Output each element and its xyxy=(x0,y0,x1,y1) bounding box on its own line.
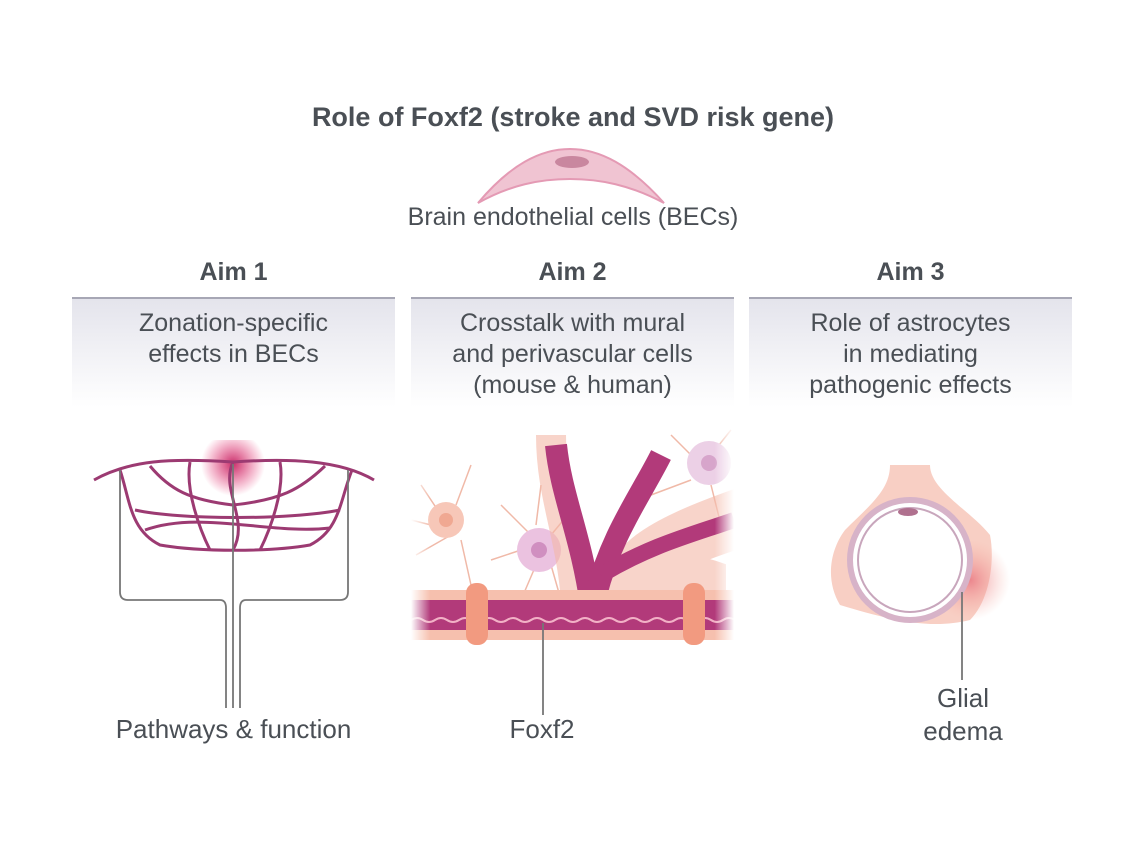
vascular-network-illustration xyxy=(93,440,375,708)
aim-3-line: pathogenic effects xyxy=(809,371,1012,399)
aim-3-description: Role of astrocytes in mediating pathogen… xyxy=(749,297,1072,407)
aim-1-heading: Aim 1 xyxy=(199,258,268,286)
aim-3-heading: Aim 3 xyxy=(876,258,945,286)
label-edema: edema xyxy=(923,716,1003,746)
subtitle-becs: Brain endothelial cells (BECs) xyxy=(407,203,739,231)
vessel-cross-section-illustration xyxy=(830,465,1010,680)
label-glial: Glial xyxy=(936,683,989,713)
aim-2-line: (mouse & human) xyxy=(473,371,672,399)
endothelial-cell-illustration xyxy=(477,147,665,204)
aim-2-heading: Aim 2 xyxy=(538,258,607,286)
aim-2-description: Crosstalk with mural and perivascular ce… xyxy=(411,297,734,407)
aim-2-line: and perivascular cells xyxy=(452,340,693,368)
label-foxf2: Foxf2 xyxy=(509,714,575,744)
diagram-title: Role of Foxf2 (stroke and SVD risk gene) xyxy=(311,102,835,132)
aim-1-description: Zonation-specific effects in BECs xyxy=(72,297,395,407)
label-pathways-function: Pathways & function xyxy=(115,714,352,744)
aim-3-line: in mediating xyxy=(843,340,978,368)
aim-2-line: Crosstalk with mural xyxy=(459,309,686,337)
aim-1-line: effects in BECs xyxy=(148,340,319,368)
aim-1-line: Zonation-specific xyxy=(139,309,328,337)
aim-3-line: Role of astrocytes xyxy=(810,309,1011,337)
label-glial-edema: Glial edema xyxy=(903,682,1023,748)
vessel-perivascular-illustration xyxy=(411,425,734,715)
